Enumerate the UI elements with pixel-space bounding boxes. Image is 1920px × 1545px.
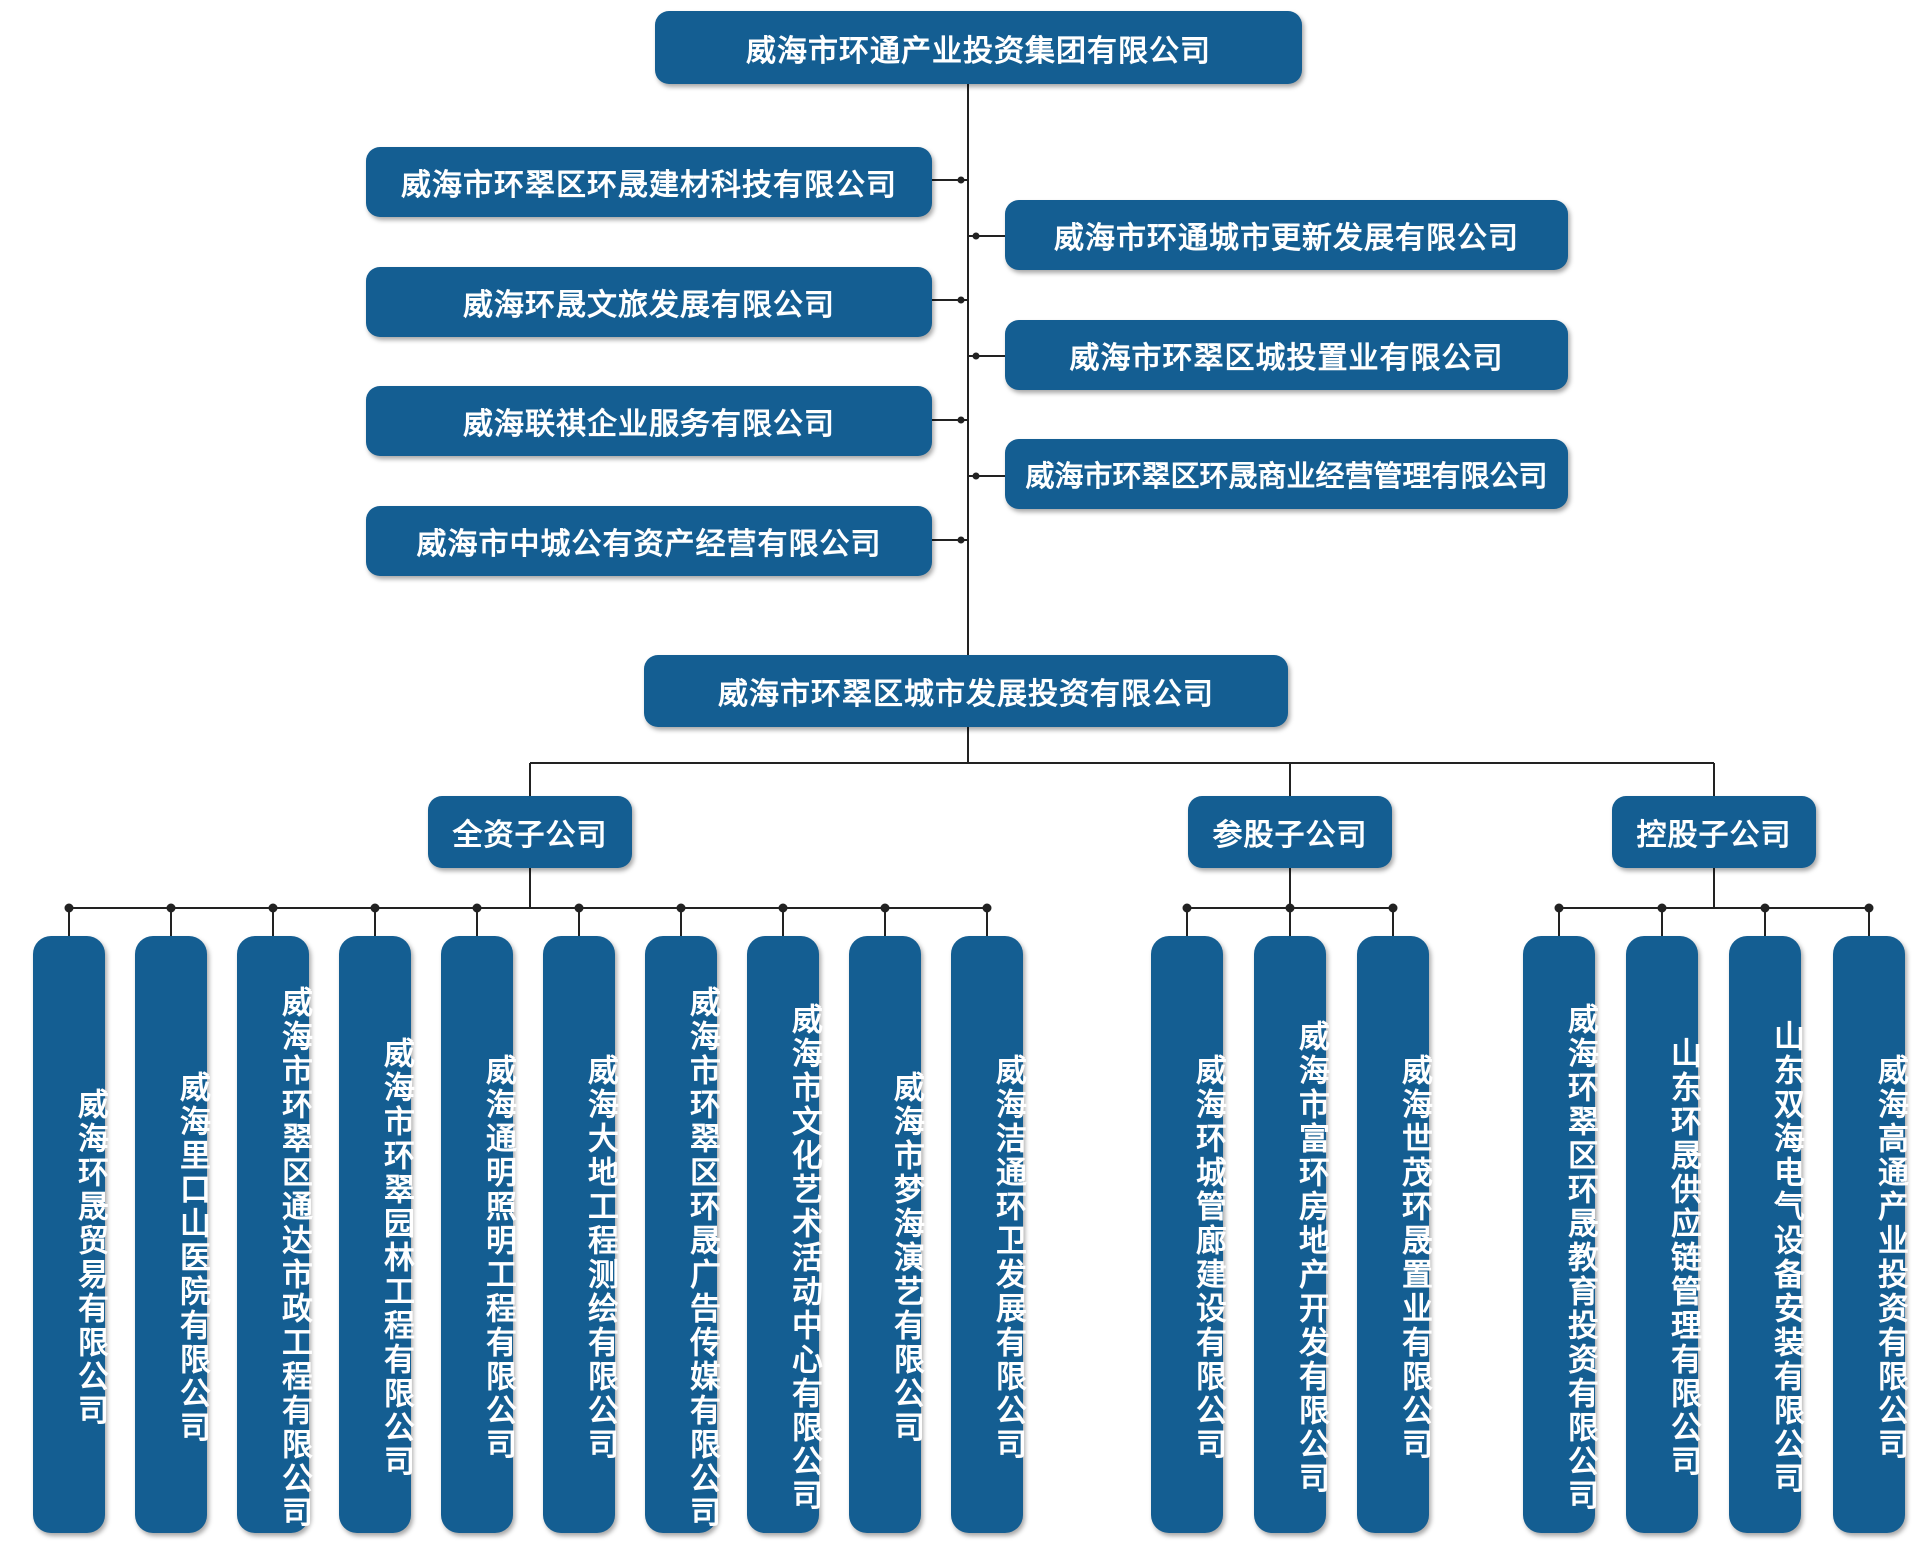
company-wholly-owned-3: 威海市环翠区通达市政工程有限公司 [237,936,312,1533]
company-controlled-2: 山东环晟供应链管理有限公司 [1626,936,1701,1533]
right-subsidiary-1: 威海市环通城市更新发展有限公司 [1005,200,1568,270]
company-wholly-owned-10: 威海洁通环卫发展有限公司 [951,936,1026,1533]
left-subsidiary-2: 威海环晟文旅发展有限公司 [366,267,932,337]
left-subsidiary-3: 威海联祺企业服务有限公司 [366,386,932,456]
company-wholly-owned-2: 威海里口山医院有限公司 [135,936,210,1533]
left-subsidiary-1: 威海市环翠区环晟建材科技有限公司 [366,147,932,217]
company-controlled-3: 山东双海电气设备安装有限公司 [1729,936,1804,1533]
company-wholly-owned-4: 威海市环翠园林工程有限公司 [339,936,414,1533]
company-wholly-owned-9: 威海市梦海演艺有限公司 [849,936,924,1533]
city-dev-company-box: 威海市环翠区城市发展投资有限公司 [644,655,1288,727]
right-subsidiary-3: 威海市环翠区环晟商业经营管理有限公司 [1005,439,1568,509]
company-wholly-owned-8: 威海市文化艺术活动中心有限公司 [747,936,822,1533]
company-controlled-1: 威海环翠区环晟教育投资有限公司 [1523,936,1598,1533]
company-participating-2: 威海市富环房地产开发有限公司 [1254,936,1329,1533]
left-subsidiary-4: 威海市中城公有资产经营有限公司 [366,506,932,576]
company-participating-3: 威海世茂环晟置业有限公司 [1357,936,1432,1533]
category-wholly-owned: 全资子公司 [428,796,632,868]
category-participating: 参股子公司 [1188,796,1392,868]
company-controlled-4: 威海高通产业投资有限公司 [1833,936,1908,1533]
company-wholly-owned-1: 威海环晟贸易有限公司 [33,936,108,1533]
right-subsidiary-2: 威海市环翠区城投置业有限公司 [1005,320,1568,390]
group-company-box: 威海市环通产业投资集团有限公司 [655,11,1302,84]
company-wholly-owned-5: 威海通明照明工程有限公司 [441,936,516,1533]
category-controlled: 控股子公司 [1612,796,1816,868]
company-wholly-owned-7: 威海市环翠区环晟广告传媒有限公司 [645,936,720,1533]
company-participating-1: 威海环城管廊建设有限公司 [1151,936,1226,1533]
company-wholly-owned-6: 威海大地工程测绘有限公司 [543,936,618,1533]
